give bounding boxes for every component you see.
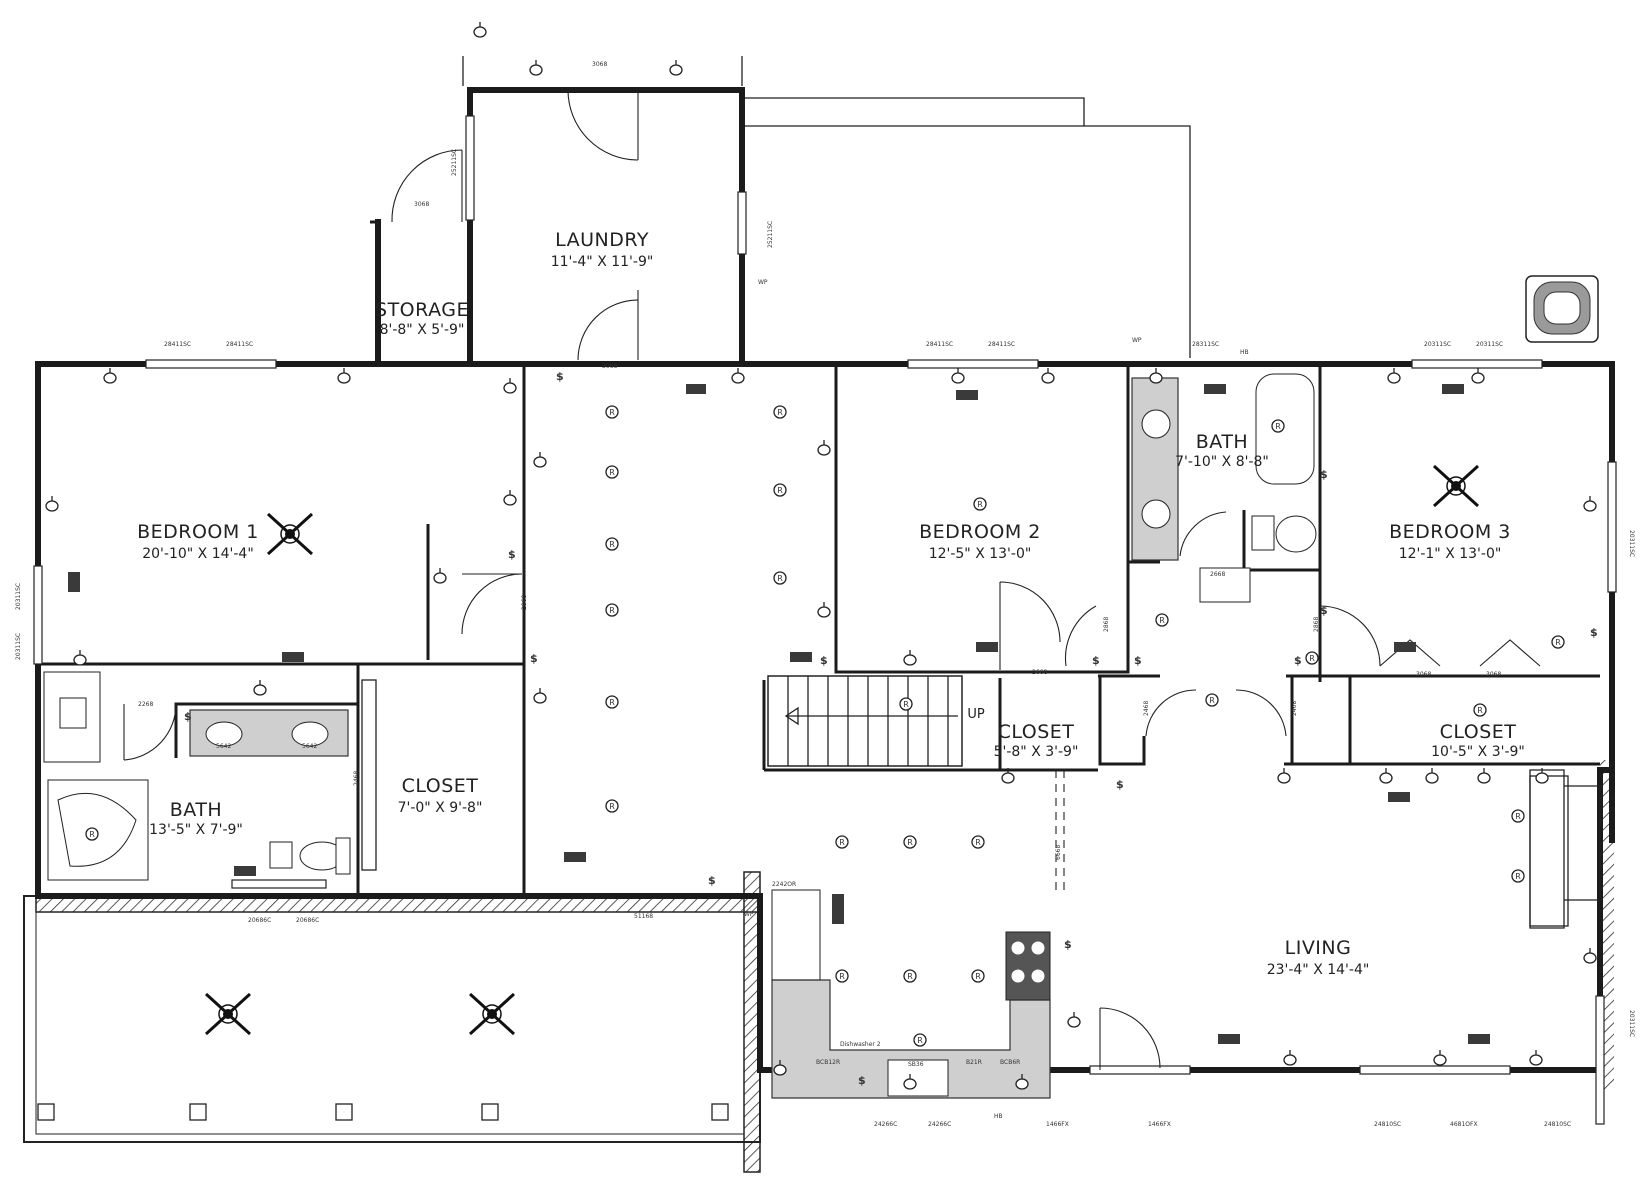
room-name-bedroom3: BEDROOM 3 (1389, 521, 1511, 543)
misc-labels: WP WP WP HB HB (744, 279, 1249, 1120)
hose-bib-label: HB (994, 1113, 1003, 1120)
window-code: 4681OFX (1450, 1121, 1478, 1128)
room-name-laundry: LAUNDRY (555, 229, 649, 251)
stair-label: UP (967, 707, 985, 722)
door-code: 3068 (592, 61, 607, 68)
stairs: UP (767, 675, 985, 767)
window-code: 25211SC (767, 221, 774, 248)
room-name-living: LIVING (1285, 937, 1352, 959)
kitchen-counters: Dishwasher 2 SB36 B21R BCB6R BCB12R 2242… (771, 881, 1051, 1099)
window-code: 20311SC (15, 633, 22, 660)
room-name-storage: STORAGE (375, 299, 469, 321)
window-codes: 28411SC 28411SC 28411SC 28411SC 28311SC … (15, 149, 1635, 1128)
ceiling-fan-icon (204, 992, 252, 1036)
bath-top-fixtures (1131, 373, 1317, 603)
door-code: 2668 (1210, 571, 1225, 578)
window-code: 20311SC (1628, 1010, 1635, 1037)
door-code: 2468 (1143, 701, 1150, 716)
room-name-closet3: CLOSET (1440, 721, 1517, 743)
cabinet-code: 2242OR (772, 881, 796, 888)
door-codes: 3068 3068 3068 2868 2268 2468 2668 2668 … (138, 61, 1501, 860)
room-name-bedroom1: BEDROOM 1 (137, 521, 259, 543)
weatherproof-outlet-label: WP (758, 279, 768, 286)
window-code: 25211SC (451, 149, 458, 176)
cabinet-code: B21R (966, 1059, 982, 1066)
room-dim-bedroom1: 20'-10" X 14'-4" (142, 546, 254, 562)
room-dim-storage: 8'-8" X 5'-9" (380, 322, 465, 338)
room-dim-bedroom2: 12'-5" X 13'-0" (929, 546, 1032, 562)
porch: 51168 (23, 871, 761, 1173)
room-dim-closet2: 5'-8" X 3'-9" (994, 744, 1079, 760)
doors (123, 89, 1541, 1070)
walls (35, 87, 1615, 1075)
hvac-registers (68, 384, 1490, 1044)
closet-shelves (361, 679, 1569, 927)
door-code: 2868 (1103, 617, 1110, 632)
room-labels: LAUNDRY 11'-4" X 11'-9" STORAGE 8'-8" X … (137, 229, 1525, 978)
door-code: 51168 (634, 913, 653, 920)
weatherproof-outlet-label: WP (1132, 337, 1142, 344)
rear-deck-outline (462, 56, 1191, 358)
window-code: 20311SC (1476, 341, 1503, 348)
window-code: 28411SC (988, 341, 1015, 348)
room-dim-bath-top: 7'-10" X 8'-8" (1175, 454, 1269, 470)
window-code: 20311SC (1628, 530, 1635, 557)
cabinet-code: BCB12R (816, 1059, 840, 1066)
vanity-code: 5642 (216, 743, 231, 750)
window-code: 28311SC (1192, 341, 1219, 348)
hose-bib-label: HB (1240, 349, 1249, 356)
window-code: 20686C (248, 917, 271, 924)
room-name-bath-top: BATH (1196, 431, 1248, 453)
ceiling-fan-icon (1432, 464, 1480, 508)
window-code: 24810SC (1544, 1121, 1571, 1128)
room-dim-bedroom3: 12'-1" X 13'-0" (1399, 546, 1502, 562)
door-code: 2668 (1032, 669, 1047, 676)
door-code: 2268 (138, 701, 153, 708)
cabinet-code: BCB6R (1000, 1059, 1020, 1066)
wall-lights (45, 21, 1597, 1090)
window-code: 28411SC (926, 341, 953, 348)
room-dim-living: 23'-4" X 14'-4" (1267, 962, 1370, 978)
cabinet-code: SB36 (908, 1061, 924, 1068)
vanity-code: 5642 (302, 743, 317, 750)
door-code: 2468 (1291, 701, 1298, 716)
door-code: 3068 (602, 363, 617, 370)
window-code: 28411SC (226, 341, 253, 348)
window-code: 24810SC (1374, 1121, 1401, 1128)
window-code: 20311SC (15, 583, 22, 610)
door-code: 6668 (1055, 845, 1062, 860)
weatherproof-outlet-label: WP (744, 911, 754, 918)
ac-unit-icon (1525, 275, 1599, 343)
room-name-closet2: CLOSET (998, 721, 1075, 743)
window-code: 24266C (928, 1121, 951, 1128)
window-code: 20686C (296, 917, 319, 924)
ceiling-fan-icon (468, 992, 516, 1036)
door-code: 3068 (1486, 671, 1501, 678)
room-name-bedroom2: BEDROOM 2 (919, 521, 1041, 543)
window-code: 1466FX (1046, 1121, 1069, 1128)
window-code: 24266C (874, 1121, 897, 1128)
door-code: 2468 (353, 771, 360, 786)
room-dim-closet1: 7'-0" X 9'-8" (398, 800, 483, 816)
room-name-closet1: CLOSET (402, 775, 479, 797)
door-code: 2868 (1313, 617, 1320, 632)
windows (33, 115, 1617, 1125)
window-code: 20311SC (1424, 341, 1451, 348)
room-name-bath1: BATH (170, 799, 222, 821)
bath1-fixtures: 5642 5642 (43, 671, 351, 881)
ceiling-fan-icon (266, 512, 314, 556)
window-code: 1466FX (1148, 1121, 1171, 1128)
door-code: 3068 (414, 201, 429, 208)
room-dim-closet3: 10'-5" X 3'-9" (1431, 744, 1525, 760)
room-dim-bath1: 13'-5" X 7'-9" (149, 822, 243, 838)
room-dim-laundry: 11'-4" X 11'-9" (551, 254, 654, 270)
door-code: 2868 (521, 595, 528, 610)
window-code: 28411SC (164, 341, 191, 348)
door-code: 3068 (1416, 671, 1431, 678)
dishwasher-label: Dishwasher 2 (840, 1041, 881, 1048)
